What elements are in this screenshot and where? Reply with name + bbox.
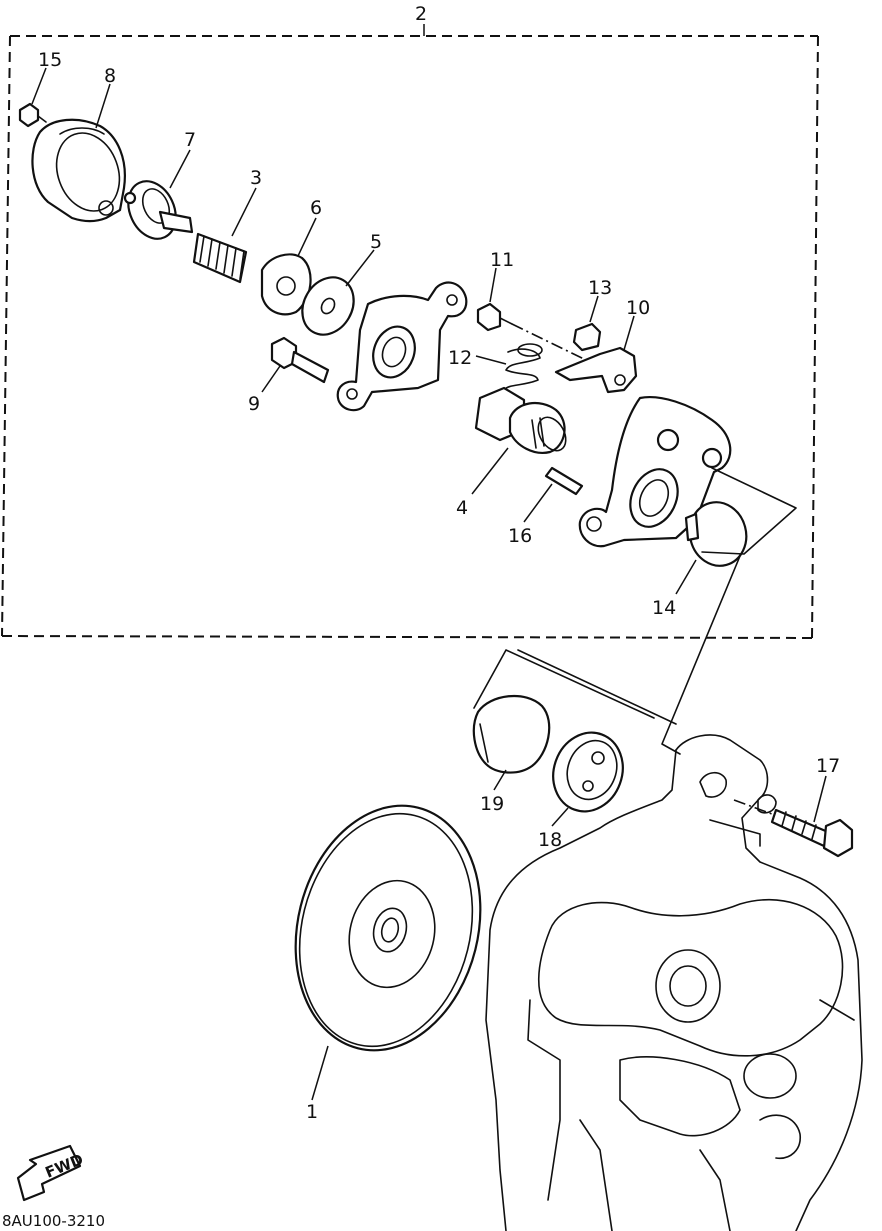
drawing-code: 8AU100-3210	[2, 1212, 105, 1230]
callout-1: 1	[306, 1101, 318, 1123]
callout-13: 13	[588, 277, 612, 299]
callout-18: 18	[538, 829, 562, 851]
callout-12: 12	[448, 347, 472, 369]
callout-6: 6	[310, 197, 322, 219]
callout-8: 8	[104, 65, 116, 87]
callout-11: 11	[490, 249, 514, 271]
callout-5: 5	[370, 231, 382, 253]
part-11-bolt	[476, 267, 587, 361]
callout-7: 7	[184, 129, 196, 151]
part-1-disc	[294, 804, 482, 1101]
callout-19: 19	[480, 793, 504, 815]
callout-3: 3	[250, 167, 262, 189]
part-5-washer	[301, 249, 375, 336]
callout-10: 10	[626, 297, 650, 319]
part-7-rotor	[123, 149, 194, 240]
part-12-spring	[475, 343, 543, 391]
part-14-plug	[675, 501, 748, 595]
part-4-gear-shaft	[471, 386, 567, 495]
callout-16: 16	[508, 525, 532, 547]
part-9-bolt	[261, 336, 330, 393]
part-19-seal	[472, 694, 551, 791]
part-13-cap	[572, 295, 602, 352]
part-8-cover	[31, 83, 126, 223]
part-18-bushing	[551, 731, 624, 827]
engine-case	[485, 734, 863, 1231]
callout-9: 9	[248, 393, 260, 415]
part-16-pin	[523, 466, 584, 523]
callout-15: 15	[38, 49, 62, 71]
callout-labels: 2 15 8 7 3 6 5 9 11 13 10 12 4 16 14 17 …	[38, 3, 840, 1123]
callout-14: 14	[652, 597, 676, 619]
pump-housing	[336, 281, 468, 412]
part-6-plate	[260, 217, 317, 316]
installation-lines	[473, 467, 797, 755]
fwd-arrow-icon: FWD	[16, 1144, 86, 1202]
callout-2: 2	[415, 3, 427, 25]
pump-base-housing	[578, 396, 732, 548]
assembly-boundary	[1, 24, 819, 639]
part-10-lever	[554, 315, 638, 394]
callout-4: 4	[456, 497, 468, 519]
part-3-spring	[192, 187, 257, 284]
part-17-bolt	[733, 775, 854, 858]
part-15-screw	[18, 67, 47, 128]
callout-17: 17	[816, 755, 840, 777]
